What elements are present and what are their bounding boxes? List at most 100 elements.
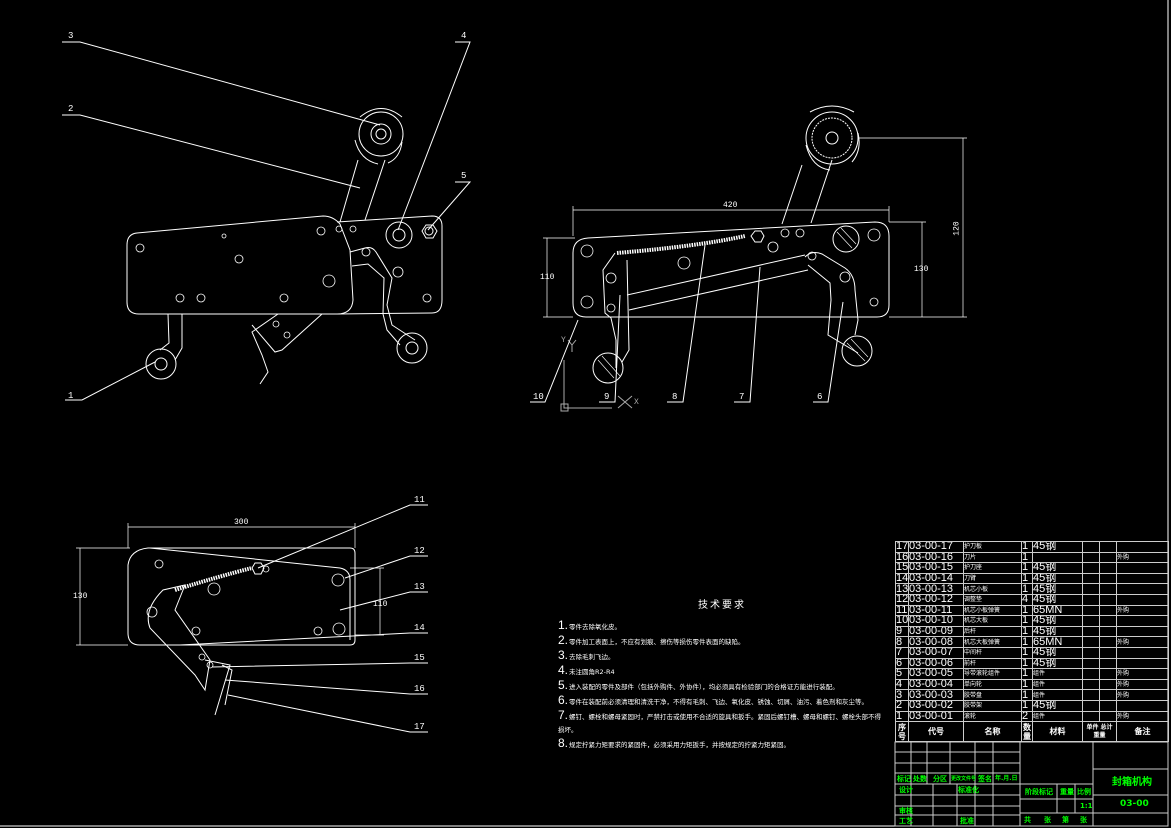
bom-cell-unit-weight — [1082, 689, 1100, 701]
hdr-name: 名称 — [963, 721, 1022, 743]
tb-mark: 标记 — [897, 775, 911, 783]
bom-cell-total-weight — [1099, 689, 1117, 701]
bom-cell-total-weight — [1099, 646, 1117, 659]
bom-cell-code: 03-00-06 — [908, 657, 964, 670]
bom-cell-total-weight — [1099, 668, 1117, 680]
balloon-16: 16 — [414, 684, 425, 694]
bom-cell-qty: 4 — [1021, 593, 1033, 606]
tb-sheet-no: 第 — [1062, 816, 1069, 824]
hdr-seq: 序号 — [895, 721, 909, 743]
tb-weight: 重量 — [1060, 788, 1074, 796]
bom-cell-unit-weight — [1082, 699, 1100, 712]
bom-cell-qty: 1 — [1021, 646, 1033, 659]
tb-process: 工艺 — [899, 817, 913, 825]
bom-cell-seq: 8 — [895, 636, 909, 648]
balloon-17: 17 — [414, 722, 425, 732]
bom-cell-code: 03-00-11 — [908, 604, 964, 617]
dim-300: 300 — [234, 518, 249, 527]
bom-cell-code: 03-00-05 — [908, 668, 964, 680]
bom-cell-seq: 6 — [895, 657, 909, 670]
tech-requirement-item: 4.未注圆角R2-R4 — [558, 664, 886, 679]
bom-cell-material: 组件 — [1032, 710, 1083, 723]
balloon-2: 2 — [68, 104, 74, 114]
bom-cell-total-weight — [1099, 551, 1117, 564]
bom-cell-remark: 外购 — [1116, 678, 1169, 691]
bom-cell-code: 03-00-04 — [908, 678, 964, 691]
bom-header: 序号 代号 名称 数量 材料 单件 总计 重量 备注 — [895, 721, 1169, 743]
bom-cell-seq: 11 — [895, 604, 909, 617]
bom-cell-name: 中间杆 — [963, 646, 1022, 659]
ucs-y-label: Y — [561, 336, 566, 345]
item-text: 规定拧紧力矩要求的紧固件，必须采用力矩扳手，并按规定的拧紧力矩紧固。 — [569, 741, 791, 749]
bom-cell-material: 组件 — [1032, 689, 1083, 701]
item-number: 2. — [558, 633, 569, 647]
bom-cell-seq: 9 — [895, 625, 909, 638]
tech-requirement-item: 6.零件在装配前必须清理和清洗干净，不得有毛刺、飞边、氧化皮、锈蚀、切屑、油污、… — [558, 694, 886, 709]
bom-cell-total-weight — [1099, 562, 1117, 574]
tech-requirement-item: 3.去除毛刺飞边。 — [558, 649, 886, 664]
bom-cell-qty: 1 — [1021, 699, 1033, 712]
bom-cell-code: 03-00-12 — [908, 593, 964, 606]
bom-cell-unit-weight — [1082, 593, 1100, 606]
bom-cell-remark: 外购 — [1116, 710, 1169, 723]
bom-cell-unit-weight — [1082, 710, 1100, 723]
bom-cell-name: 后杆 — [963, 625, 1022, 638]
tech-requirement-item: 5.进入装配的零件及部件（包括外购件、外协件），均必须具有检验部门的合格证方能进… — [558, 679, 886, 694]
bom-cell-remark: 外购 — [1116, 668, 1169, 680]
tb-sheets-unit: 张 — [1044, 816, 1051, 824]
tb-design: 设计 — [899, 786, 913, 794]
bom-cell-qty: 2 — [1021, 710, 1033, 723]
item-number: 8. — [558, 736, 569, 750]
tech-requirement-item: 8.规定拧紧力矩要求的紧固件，必须采用力矩扳手，并按规定的拧紧力矩紧固。 — [558, 737, 886, 752]
bom-cell-unit-weight — [1082, 604, 1100, 617]
balloon-6: 6 — [817, 392, 823, 402]
bom-cell-remark: 外购 — [1116, 636, 1169, 648]
bom-cell-material: 45钢 — [1032, 625, 1083, 638]
bom-cell-remark — [1116, 541, 1169, 553]
bom-cell-name: 护刀座 — [963, 562, 1022, 574]
item-text: 未注圆角R2-R4 — [569, 668, 615, 676]
title-block-grid — [894, 741, 1169, 827]
bom-cell-material: 45钢 — [1032, 657, 1083, 670]
drawing-number: 03-00 — [1120, 799, 1149, 809]
bom-cell-name: 调整垫 — [963, 593, 1022, 606]
bom-cell-name: 机芯大板弹簧 — [963, 636, 1022, 648]
balloon-3: 3 — [68, 31, 74, 41]
bom-cell-material: 65MN — [1032, 604, 1083, 617]
balloon-14: 14 — [414, 623, 425, 633]
bom-cell-qty: 1 — [1021, 636, 1033, 648]
bom-cell-name: 单向轮 — [963, 678, 1022, 691]
bom-cell-remark — [1116, 625, 1169, 638]
bom-cell-total-weight — [1099, 625, 1117, 638]
bom-cell-qty: 1 — [1021, 604, 1033, 617]
bom-cell-remark: 外购 — [1116, 551, 1169, 564]
bom-cell-material — [1032, 551, 1083, 564]
bom-cell-total-weight — [1099, 593, 1117, 606]
bom-cell-qty: 1 — [1021, 657, 1033, 670]
bom-cell-total-weight — [1099, 541, 1117, 553]
bom-cell-material: 组件 — [1032, 668, 1083, 680]
tb-review: 审核 — [899, 807, 913, 815]
bom-cell-name: 刀臂 — [963, 572, 1022, 585]
bom-cell-qty: 1 — [1021, 541, 1033, 553]
bom-cell-total-weight — [1099, 710, 1117, 723]
bom-cell-remark — [1116, 572, 1169, 585]
bom-cell-code: 03-00-03 — [908, 689, 964, 701]
dim-110-bottom: 110 — [373, 600, 388, 609]
balloon-15: 15 — [414, 653, 425, 663]
item-text: 零件加工表面上，不应有划痕、擦伤等损伤零件表面的缺陷。 — [569, 638, 745, 646]
bom-cell-name: 导带滚轮组件 — [963, 668, 1022, 680]
item-text: 去除毛刺飞边。 — [569, 653, 615, 661]
bom-cell-name: 机芯小板弹簧 — [963, 604, 1022, 617]
bom-cell-qty: 1 — [1021, 572, 1033, 585]
hdr-total-weight: 总计 — [1100, 723, 1113, 731]
tb-standardization: 标准化 — [958, 786, 979, 794]
bom-cell-material: 45钢 — [1032, 572, 1083, 585]
bom-cell-seq: 12 — [895, 593, 909, 606]
